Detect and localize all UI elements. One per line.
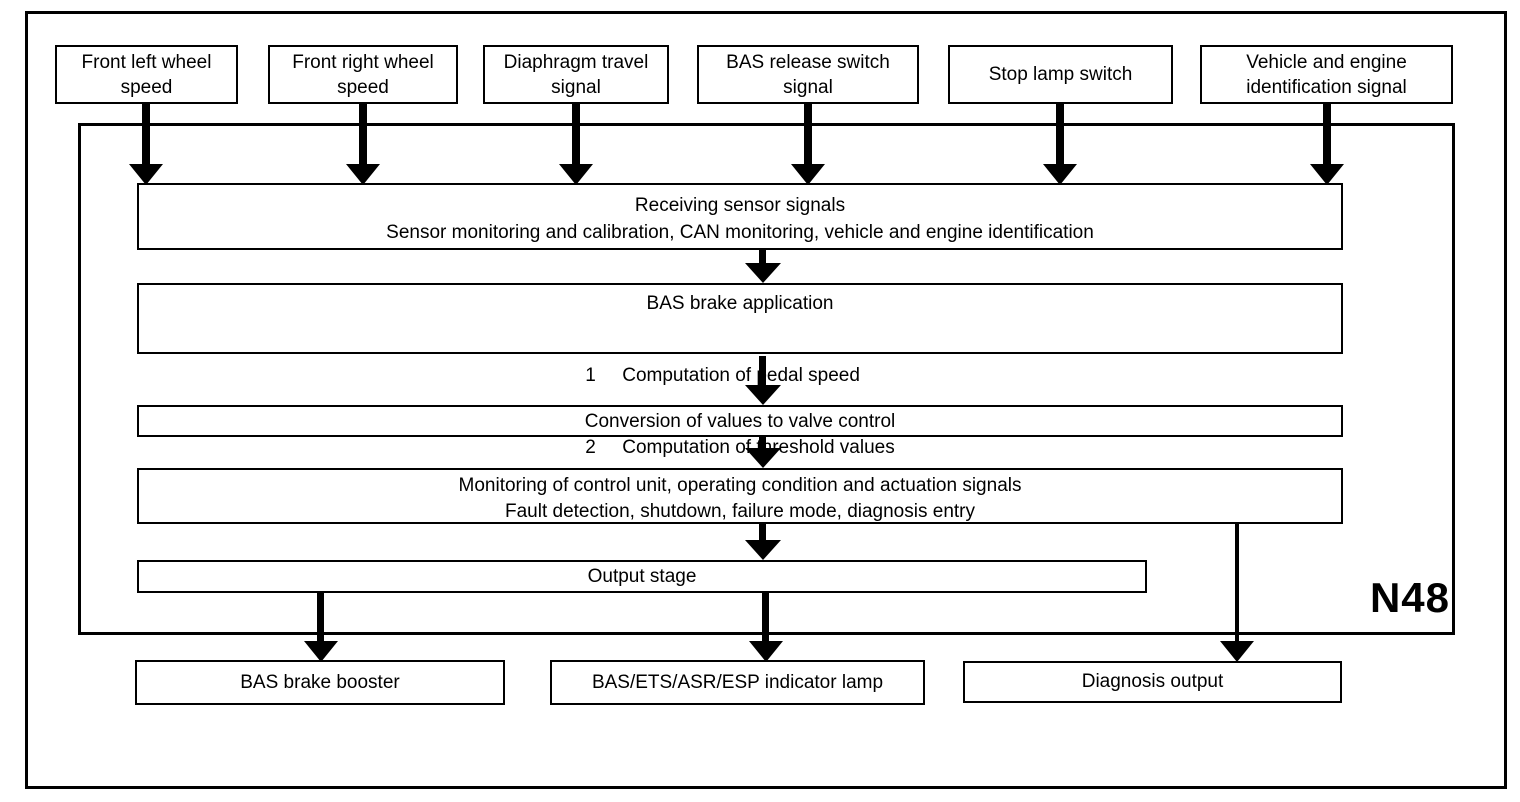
output-label: Diagnosis output xyxy=(1081,671,1224,692)
output-label: BAS brake booster xyxy=(240,671,400,693)
input-label: Vehicle and engine identification signal xyxy=(1246,51,1407,98)
stage-subtitle: Sensor monitoring and calibration, CAN m… xyxy=(386,222,1094,243)
input-front-right-wheel-speed: Front right wheel speed xyxy=(268,45,458,104)
stage-bas-brake-application: BAS brake application 1 Computation of p… xyxy=(137,283,1343,458)
input-label: BAS release switch signal xyxy=(726,51,890,98)
stage-output-stage: Output stage xyxy=(137,560,1147,593)
flow-arrow-input-1 xyxy=(142,104,150,164)
stage-title: Output stage xyxy=(587,566,697,587)
output-bas-brake-booster: BAS brake booster xyxy=(135,660,505,705)
control-unit-designation: N48 xyxy=(1369,574,1450,621)
stage-monitoring: Monitoring of control unit, operating co… xyxy=(137,468,1343,524)
stage-subtitle: Fault detection, shutdown, failure mode,… xyxy=(505,501,975,522)
flow-arrow-input-4 xyxy=(804,104,812,164)
flow-arrow-input-5 xyxy=(1056,104,1064,164)
stage-receiving-sensor-signals: Receiving sensor signals Sensor monitori… xyxy=(137,183,1343,250)
input-label: Stop lamp switch xyxy=(988,64,1133,85)
stage-title: Receiving sensor signals xyxy=(634,195,846,216)
input-stop-lamp-switch: Stop lamp switch xyxy=(948,45,1173,104)
output-diagnosis-output: Diagnosis output xyxy=(963,661,1342,703)
stage-list-item: 2 Computation of threshold values xyxy=(585,437,895,458)
input-label: Diaphragm travel signal xyxy=(503,51,649,98)
input-vehicle-engine-identification-signal: Vehicle and engine identification signal xyxy=(1200,45,1453,104)
flow-arrow-stage-3-4 xyxy=(759,437,766,448)
input-front-left-wheel-speed: Front left wheel speed xyxy=(55,45,238,104)
outer-frame xyxy=(25,11,1507,789)
flow-arrow-to-brake-booster xyxy=(317,593,324,641)
input-diaphragm-travel-signal: Diaphragm travel signal xyxy=(483,45,669,104)
flow-arrow-stage-4-5 xyxy=(759,524,766,540)
flow-arrow-to-diagnosis-output xyxy=(1235,524,1239,641)
stage-title: Monitoring of control unit, operating co… xyxy=(458,475,1022,496)
flow-arrow-stage-2-3 xyxy=(759,356,766,385)
input-bas-release-switch-signal: BAS release switch signal xyxy=(697,45,919,104)
input-label: Front right wheel speed xyxy=(292,51,434,98)
flow-arrow-stage-1-2 xyxy=(759,250,766,263)
stage-list-item: 1 Computation of pedal speed xyxy=(585,365,860,386)
flow-arrow-to-indicator-lamp xyxy=(762,593,769,641)
flow-arrow-input-3 xyxy=(572,104,580,164)
output-label: BAS/ETS/ASR/ESP indicator lamp xyxy=(591,671,884,693)
output-indicator-lamp: BAS/ETS/ASR/ESP indicator lamp xyxy=(550,660,925,705)
flow-arrow-input-2 xyxy=(359,104,367,164)
stage-title: Conversion of values to valve control xyxy=(584,411,896,432)
flow-arrow-input-6 xyxy=(1323,104,1331,164)
input-label: Front left wheel speed xyxy=(81,51,212,98)
stage-valve-control-conversion: Conversion of values to valve control xyxy=(137,405,1343,437)
stage-title: BAS brake application xyxy=(646,293,834,314)
